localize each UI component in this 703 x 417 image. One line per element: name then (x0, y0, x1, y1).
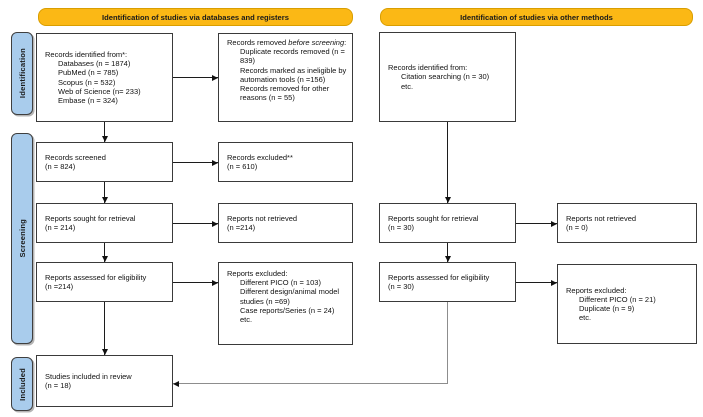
arrow-assessed-to-included (101, 302, 108, 355)
box-reports-excluded-other: Reports excluded: Different PICO (n = 21… (557, 264, 697, 344)
box-title: Reports excluded: (227, 269, 288, 278)
box-line: Reports sought for retrieval (45, 213, 136, 223)
box-reports-assessed-other: Reports assessed for eligibility (n = 30… (379, 262, 516, 302)
box-title: Records removed before screening: (227, 38, 347, 47)
box-line: (n = 824) (45, 162, 76, 171)
box-line: (n = 30) (388, 223, 415, 232)
box-line: etc. (579, 313, 592, 323)
arrow-other-sought-to-not-retrieved (516, 220, 557, 227)
box-reports-not-retrieved-other: Reports not retrieved (n = 0) (557, 203, 697, 243)
box-line: Records removed for other reasons (n = 5… (240, 84, 330, 103)
box-line: Records screened (45, 152, 106, 162)
box-title: Records identified from: (388, 63, 468, 73)
box-records-identified-other: Records identified from: Citation search… (379, 32, 516, 122)
arrow-identified-to-screened (101, 122, 108, 142)
box-records-removed-before-screening: Records removed before screening: Duplic… (218, 33, 353, 122)
box-line: Embase (n = 324) (58, 95, 118, 105)
box-line: etc. (401, 81, 414, 91)
arrow-other-sought-to-assessed (444, 243, 451, 262)
box-reports-sought-other: Reports sought for retrieval (n = 30) (379, 203, 516, 243)
arrow-other-identified-to-sought (444, 122, 451, 203)
box-line: (n = 0) (566, 223, 588, 232)
stage-identification-label: Identification (17, 48, 27, 99)
box-line: etc. (240, 315, 253, 325)
arrow-other-assessed-down-segment (447, 302, 449, 384)
box-line: Different PICO (n = 21) (579, 294, 656, 304)
arrow-identified-to-removed (173, 74, 218, 81)
stage-included: Included (11, 357, 33, 411)
box-line: Databases (n = 1874) (58, 59, 131, 69)
box-line: Web of Science (n= 233) (58, 86, 141, 96)
box-line: (n =214) (45, 282, 74, 291)
arrow-screened-to-sought (101, 182, 108, 203)
box-line: Reports assessed for eligibility (388, 272, 490, 282)
box-line: Reports assessed for eligibility (45, 272, 147, 282)
box-line: Case reports/Series (n = 24) (240, 305, 335, 315)
box-line: (n = 30) (388, 282, 415, 291)
box-reports-excluded-databases: Reports excluded: Different PICO (n = 10… (218, 262, 353, 345)
arrow-sought-to-not-retrieved (173, 220, 218, 227)
box-line: Duplicate records removed (n = 839) (240, 47, 345, 66)
box-studies-included: Studies included in review (n = 18) (36, 355, 173, 407)
box-line: (n = 214) (45, 223, 76, 232)
box-line: (n = 18) (45, 381, 72, 390)
stage-screening-label: Screening (17, 219, 27, 258)
box-title: Reports excluded: (566, 285, 627, 295)
box-line: Citation searching (n = 30) (401, 72, 490, 82)
box-records-identified-databases: Records identified from*: Databases (n =… (36, 33, 173, 122)
box-title: Records identified from*: (45, 49, 128, 59)
box-records-screened: Records screened (n = 824) (36, 142, 173, 182)
box-line: Scopus (n = 532) (58, 77, 116, 87)
box-line: Different PICO (n = 103) (240, 278, 321, 288)
box-records-excluded: Records excluded** (n = 610) (218, 142, 353, 182)
stage-screening: Screening (11, 133, 33, 344)
box-line: Duplicate (n = 9) (579, 304, 635, 313)
box-line: Records excluded** (227, 152, 293, 162)
arrow-sought-to-assessed (101, 243, 108, 262)
box-line: Reports not retrieved (566, 213, 637, 223)
box-line: PubMed (n = 785) (58, 68, 119, 78)
arrow-screened-to-excluded (173, 159, 218, 166)
box-line: Reports sought for retrieval (388, 213, 479, 223)
box-reports-not-retrieved-databases: Reports not retrieved (n =214) (218, 203, 353, 243)
header-other-methods: Identification of studies via other meth… (380, 8, 693, 26)
box-line: Reports not retrieved (227, 213, 298, 223)
arrow-assessed-to-excluded (173, 279, 218, 286)
box-reports-sought-databases: Reports sought for retrieval (n = 214) (36, 203, 173, 243)
box-line: (n =214) (227, 223, 256, 232)
stage-included-label: Included (17, 367, 27, 401)
header-databases-registers: Identification of studies via databases … (38, 8, 353, 26)
box-line: Records marked as ineligible by automati… (240, 65, 347, 84)
stage-identification: Identification (11, 32, 33, 115)
box-line: (n = 610) (227, 162, 258, 171)
arrow-other-to-included (173, 380, 448, 387)
arrow-other-assessed-to-excluded (516, 279, 557, 286)
box-line: Studies included in review (45, 371, 132, 381)
box-line: Different design/animal model studies (n… (240, 287, 340, 306)
box-reports-assessed-databases: Reports assessed for eligibility (n =214… (36, 262, 173, 302)
